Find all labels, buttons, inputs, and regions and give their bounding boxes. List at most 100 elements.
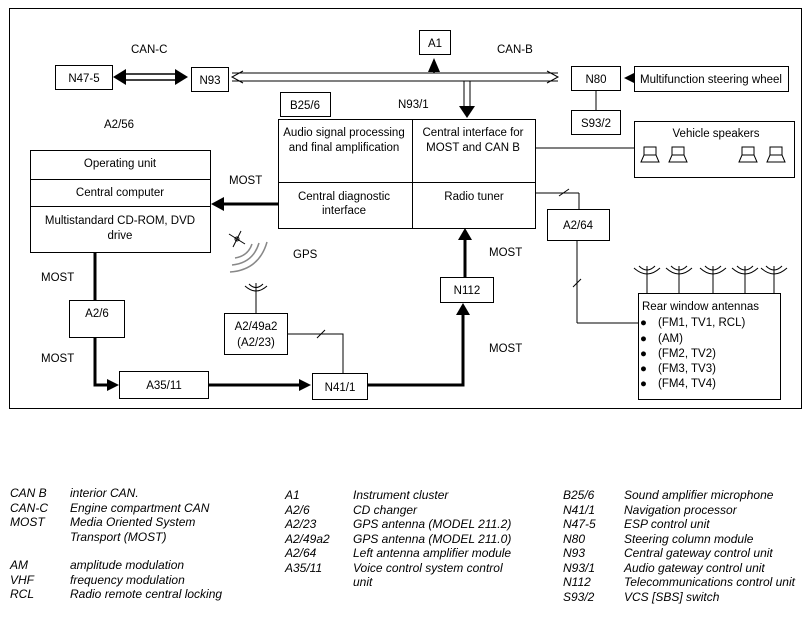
b25-6-label: B25/6	[290, 100, 320, 112]
a1-arrowhead	[428, 58, 440, 72]
legend-desc: GPS antenna (MODEL 211.0)	[353, 531, 512, 546]
operating-unit-label: Operating unit	[84, 158, 157, 170]
n80-box	[571, 66, 621, 91]
most-n41-to-n112	[367, 303, 470, 387]
most-to-operating-unit	[211, 197, 278, 211]
n93-box	[191, 67, 229, 92]
cd-rom-line2: drive	[108, 230, 133, 242]
legend-desc: Central gateway control unit	[624, 546, 773, 560]
legend-desc: Navigation processor	[624, 502, 737, 517]
legend-code: A2/49a2	[285, 531, 330, 546]
most-label-left-upper: MOST	[41, 272, 74, 284]
system-diagram: CAN-C CAN-B A1 N47-5 N93 N80 Multifuncti…	[9, 8, 802, 409]
antenna-item-4: (FM3, TV3)	[658, 363, 716, 375]
gps-satellite-icon	[228, 230, 246, 248]
legend-desc: GPS antenna (MODEL 211.2)	[353, 517, 512, 531]
legend-desc: frequency modulation	[70, 572, 185, 587]
legend-desc: ESP control unit	[624, 517, 710, 531]
antenna-item-5: (FM4, TV4)	[658, 378, 716, 390]
legend-row: CAN B interior CAN.	[10, 486, 265, 501]
antenna-bullet-2: ●	[640, 333, 647, 345]
antenna-bullet-3: ●	[640, 348, 647, 360]
legend-row: N93 Central gateway control unit	[563, 546, 808, 561]
operating-unit-block	[30, 150, 211, 253]
legend-code: N80	[563, 531, 586, 546]
most-a2-6-to-a35	[93, 337, 108, 387]
audio-processing-line2: and final amplification	[289, 142, 400, 154]
legend-code: A1	[285, 488, 300, 502]
most-a35-arrowhead	[107, 379, 119, 391]
a1-box	[419, 30, 451, 55]
legend-code: CAN-C	[10, 500, 48, 515]
n93-label: N93	[199, 75, 220, 87]
legend-code: N93/1	[563, 560, 596, 575]
legend-desc: CD changer	[353, 502, 418, 517]
legend-row: MOST Media Oriented System Transport (MO…	[10, 515, 265, 544]
n47-5-box	[55, 65, 113, 90]
a2-49a2-label-line2: (A2/23)	[237, 337, 275, 349]
gps-link-slash	[316, 329, 326, 339]
n41-1-box	[312, 373, 368, 400]
legend-desc: Engine compartment CAN	[70, 500, 210, 515]
central-interface-line2: MOST and CAN B	[426, 142, 520, 154]
rear-window-antennas-title: Rear window antennas	[642, 301, 759, 313]
bus-to-n931-link	[459, 81, 475, 118]
legend-desc: Audio gateway control unit	[624, 560, 765, 575]
legend-desc: Telecommunications control unit	[624, 575, 795, 589]
legend-row: N80 Steering column module	[563, 532, 808, 547]
legend-desc: amplitude modulation	[70, 558, 185, 572]
diagram-frame	[9, 8, 802, 409]
n93-1-label: N93/1	[398, 99, 429, 111]
n47-5-label: N47-5	[68, 73, 99, 85]
antenna-bullet-1: ●	[640, 317, 647, 329]
central-computer-label: Central computer	[76, 187, 164, 199]
can-b-bus	[230, 70, 560, 84]
legend-row: A2/23 GPS antenna (MODEL 211.2)	[285, 517, 530, 532]
legend-row: A2/64 Left antenna amplifier module	[285, 546, 530, 561]
legend-row: B25/6 Sound amplifier microphone	[563, 488, 808, 503]
antenna-link-slash	[572, 278, 582, 288]
steering-wheel-label: Multifunction steering wheel	[640, 74, 782, 86]
most-label-right-top: MOST	[489, 247, 522, 259]
audio-processing-line1: Audio signal processing	[283, 127, 404, 139]
n80-label: N80	[585, 74, 606, 86]
legend-code: N47-5	[563, 517, 596, 531]
legend-code: MOST	[10, 515, 45, 529]
central-interface-line1: Central interface for	[423, 127, 524, 139]
legend-desc: Radio remote central locking	[70, 587, 223, 601]
diagnostic-line1: Central diagnostic	[298, 191, 390, 203]
legend-row: RCL Radio remote central locking	[10, 587, 265, 602]
a2-6-box	[69, 300, 125, 338]
legend-code: A2/6	[285, 502, 310, 517]
legend-code: CAN B	[10, 486, 47, 500]
rear-window-antennas-box	[638, 293, 781, 400]
speaker-icons	[640, 146, 786, 163]
legend-code: RCL	[10, 587, 35, 601]
antenna-item-3: (FM2, TV2)	[658, 348, 716, 360]
can-c-label: CAN-C	[131, 44, 167, 56]
a35-11-box	[119, 371, 209, 399]
most-label-right-bottom: MOST	[489, 343, 522, 355]
legend-column-abbreviations: CAN B interior CAN. CAN-C Engine compart…	[10, 486, 265, 602]
can-b-label: CAN-B	[497, 44, 533, 56]
antenna-item-1: (FM1, TV1, RCL)	[658, 317, 745, 329]
most-label-top: MOST	[229, 175, 262, 187]
legend-desc: VCS [SBS] switch	[624, 589, 720, 604]
legend-code: AM	[10, 558, 28, 572]
legend-desc: Instrument cluster	[353, 488, 449, 502]
legend-code: N93	[563, 546, 586, 560]
a35-11-label: A35/11	[146, 380, 182, 392]
can-c-link	[113, 69, 188, 85]
n41-1-label: N41/1	[325, 382, 356, 394]
legend-row: N93/1 Audio gateway control unit	[563, 561, 808, 576]
legend-row: A35/11 Voice control system control unit	[285, 561, 530, 590]
s93-2-label: S93/2	[581, 118, 611, 130]
legend-row: N41/1 Navigation processor	[563, 503, 808, 518]
most-a35-to-n41	[208, 379, 311, 391]
diagnostic-line2: interface	[322, 205, 366, 217]
legend-row: VHF frequency modulation	[10, 573, 265, 588]
most-label-left-lower: MOST	[41, 353, 74, 365]
legend-column-modules: A1 Instrument cluster A2/6 CD changer A2…	[285, 488, 530, 590]
s93-2-box	[571, 110, 621, 135]
legend-row: CAN-C Engine compartment CAN	[10, 501, 265, 516]
